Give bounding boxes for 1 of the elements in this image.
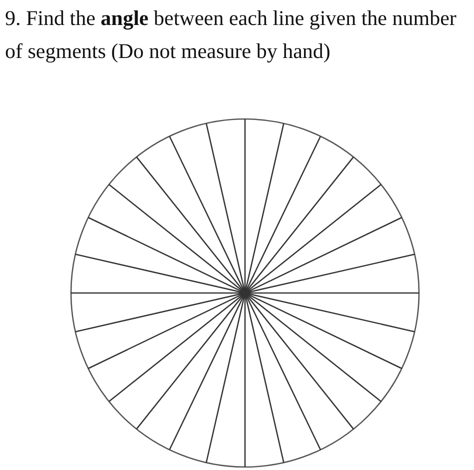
question-text: 9. Find the angle between each line given the number of segments (Do not measure by hand)	[5, 5, 458, 65]
